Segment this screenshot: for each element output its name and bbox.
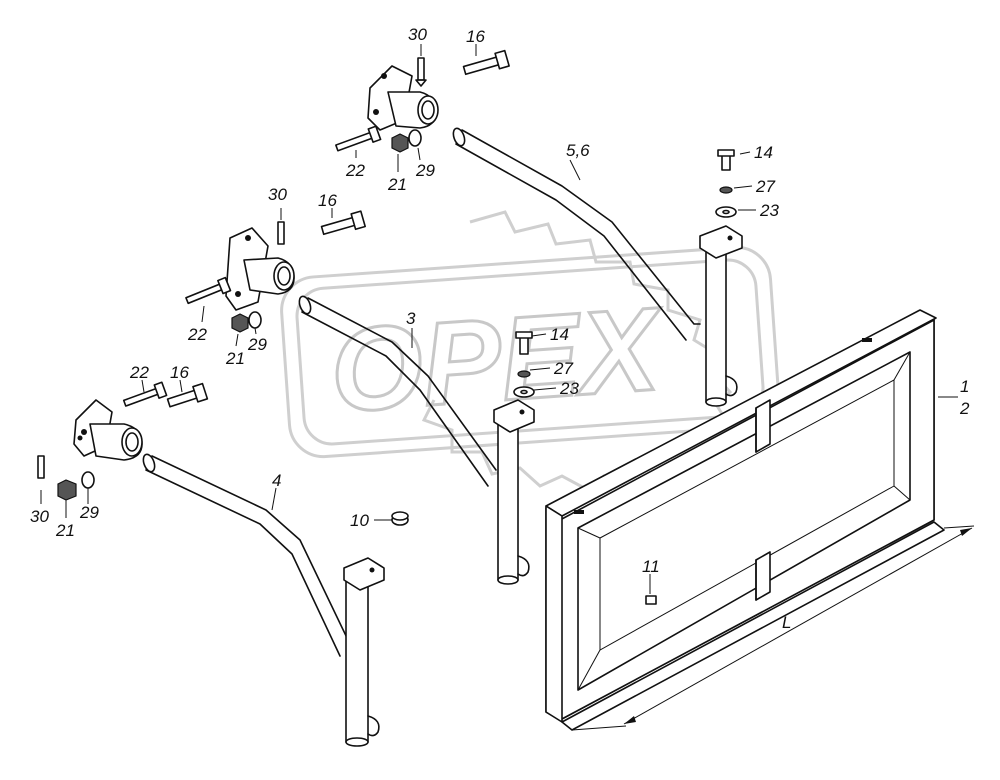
callout-14: 14 [754,143,773,162]
bracket-bottom [73,399,143,461]
callout-22: 22 [129,363,149,382]
callout-16: 16 [170,363,189,382]
callouts: 30 16 22 21 29 5,6 14 27 23 30 16 22 21 … [30,25,970,632]
tube-3 [298,295,535,585]
bracket-middle [225,227,295,311]
callout-23: 23 [559,379,579,398]
callout-29: 29 [415,161,435,180]
callout-16: 16 [466,27,485,46]
callout-3: 3 [406,309,416,328]
callout-1: 1 [960,377,969,396]
callout-29: 29 [79,503,99,522]
callout-30: 30 [268,185,287,204]
callout-11: 11 [642,557,660,576]
tube-5-6 [452,127,743,407]
callout-2: 2 [959,399,970,418]
callout-22: 22 [187,325,207,344]
callout-L: L [782,613,791,632]
callout-23: 23 [759,201,779,220]
callout-22: 22 [345,161,365,180]
callout-16: 16 [318,191,337,210]
callout-21: 21 [387,175,407,194]
tube-4 [142,453,385,747]
frame-box [545,309,975,731]
hardware [37,49,737,526]
callout-27: 27 [553,359,573,378]
leader-lines [40,44,958,594]
bracket-top [367,65,439,131]
callout-30: 30 [30,507,49,526]
callout-14: 14 [550,325,569,344]
callout-21: 21 [55,521,75,540]
callout-29: 29 [247,335,267,354]
callout-5-6: 5,6 [566,141,590,160]
callout-21: 21 [225,349,245,368]
callout-30: 30 [408,25,427,44]
callout-4: 4 [272,471,281,490]
callout-27: 27 [755,177,775,196]
callout-10: 10 [350,511,369,530]
